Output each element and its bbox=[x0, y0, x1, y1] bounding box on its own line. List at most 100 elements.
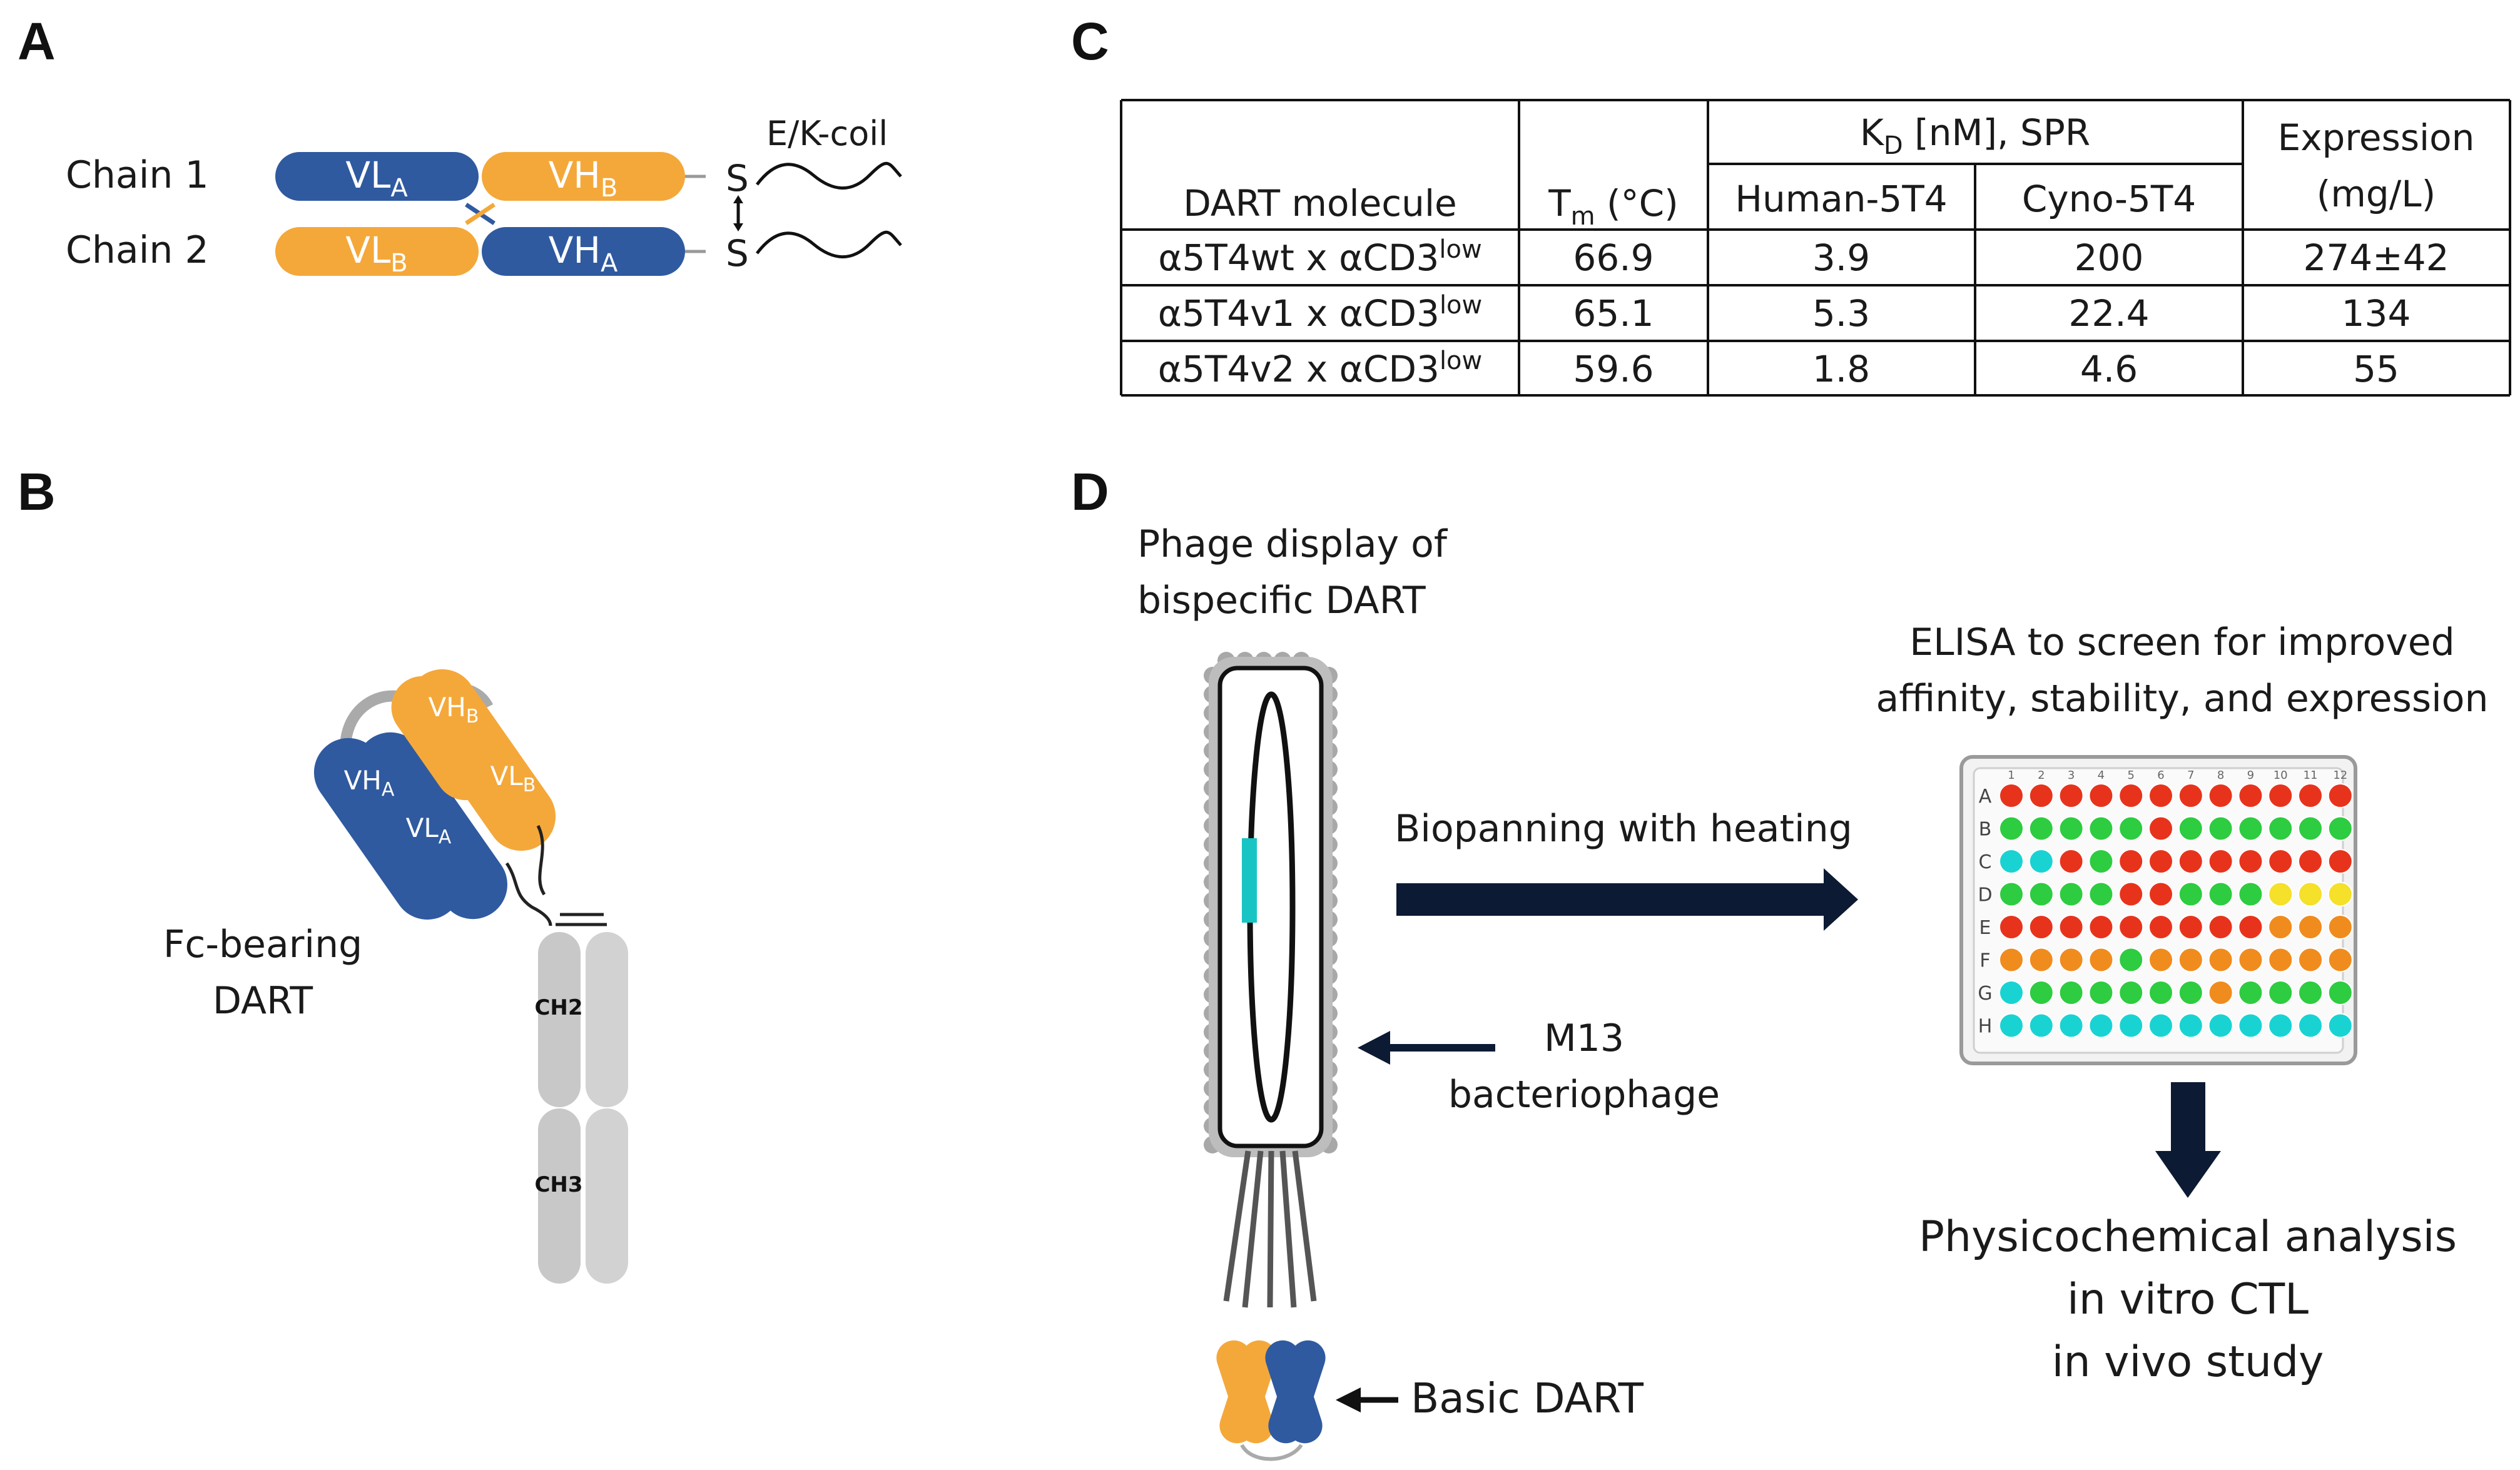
cysteine-s2: S bbox=[726, 232, 749, 275]
plate-well bbox=[2148, 980, 2173, 1005]
fc-dart-vha-text: VHA bbox=[344, 765, 395, 801]
plate-well bbox=[1999, 1013, 2024, 1038]
plate-well bbox=[2327, 1013, 2353, 1038]
plate-well bbox=[2208, 783, 2233, 808]
analysis-line3: in vivo study bbox=[2052, 1337, 2324, 1387]
fc-dart-label-line1: Fc-bearing bbox=[163, 923, 362, 966]
plate-well bbox=[2208, 849, 2233, 874]
plate-well bbox=[2178, 881, 2203, 907]
plate-well bbox=[2118, 849, 2144, 874]
plate-well bbox=[2058, 980, 2084, 1005]
hinge-bonds bbox=[556, 913, 607, 926]
plate-well bbox=[2088, 881, 2114, 907]
plate-well bbox=[2238, 783, 2263, 808]
cysteine-s1: S bbox=[726, 157, 749, 200]
plate-column-label: 3 bbox=[2068, 769, 2075, 782]
plate-well bbox=[2238, 881, 2263, 907]
plate-column-label: 1 bbox=[2008, 769, 2014, 782]
plate-well bbox=[2028, 1013, 2054, 1038]
plate-well bbox=[2298, 881, 2323, 907]
chain1-vhb-domain bbox=[482, 152, 685, 201]
ek-coil-label: E/K-coil bbox=[766, 114, 888, 153]
panel-a-schematic: Chain 1 Chain 2 VLA VHB VLB VHA S S E/K-… bbox=[66, 114, 902, 278]
hinge-linker-1 bbox=[505, 862, 552, 926]
plate-column-label: 7 bbox=[2187, 769, 2194, 782]
plate-well bbox=[2268, 816, 2294, 841]
plate-well bbox=[2088, 783, 2114, 808]
plate-well bbox=[2298, 816, 2323, 841]
plate-well bbox=[1999, 881, 2024, 907]
table-grid bbox=[1120, 99, 2511, 397]
chain1-vla-domain bbox=[275, 152, 479, 201]
chain1-vhb-text: VHB bbox=[549, 154, 618, 203]
table-cell-cyno: 22.4 bbox=[2068, 292, 2149, 335]
plate-well bbox=[2148, 915, 2173, 940]
table-cell-molecule: α5T4wt x αCD3low bbox=[1158, 235, 1481, 279]
plate-well bbox=[2298, 783, 2323, 808]
plate-well bbox=[2118, 980, 2144, 1005]
plate-row-label: F bbox=[1979, 950, 1990, 972]
down-arrow-icon bbox=[2155, 1082, 2221, 1198]
plate-well bbox=[1999, 816, 2024, 841]
plate-well bbox=[2058, 947, 2084, 973]
plate-column-label: 2 bbox=[2038, 769, 2045, 782]
fc-ch2-left bbox=[538, 932, 581, 1107]
plate-well bbox=[2148, 783, 2173, 808]
plate-well bbox=[2208, 980, 2233, 1005]
plate-well bbox=[2028, 849, 2054, 874]
plate-well bbox=[2268, 915, 2294, 940]
plate-well bbox=[2148, 1013, 2173, 1038]
plate-well bbox=[2028, 915, 2054, 940]
plate-column-label: 10 bbox=[2274, 769, 2288, 782]
plate-well bbox=[1999, 783, 2024, 808]
panel-label-d: D bbox=[1071, 462, 1109, 521]
plate-well bbox=[2088, 915, 2114, 940]
fc-dart-vhb-text: VHB bbox=[429, 692, 479, 727]
plate-well bbox=[2118, 816, 2144, 841]
plate-row-label: D bbox=[1978, 885, 1992, 906]
plate-wells bbox=[1999, 783, 2353, 1038]
analysis-line2: in vitro CTL bbox=[2067, 1275, 2309, 1324]
panel-label-c: C bbox=[1071, 12, 1109, 71]
plate-well bbox=[2178, 783, 2203, 808]
plate-column-label: 11 bbox=[2304, 769, 2318, 782]
m13-label-line2: bacteriophage bbox=[1448, 1073, 1720, 1117]
plate-well bbox=[2298, 947, 2323, 973]
fc-ch2-right bbox=[586, 932, 628, 1107]
plate-well bbox=[2088, 980, 2114, 1005]
coil-wave-2-icon bbox=[756, 230, 902, 259]
plate-well bbox=[2208, 915, 2233, 940]
plate-well bbox=[2118, 881, 2144, 907]
table-cell-expression: 274±42 bbox=[2303, 236, 2449, 279]
plate-well bbox=[2178, 915, 2203, 940]
plate-well bbox=[2327, 947, 2353, 973]
plate-well bbox=[2028, 783, 2054, 808]
plate-well bbox=[2208, 816, 2233, 841]
plate-well bbox=[2118, 947, 2144, 973]
plate-well bbox=[2327, 915, 2353, 940]
panel-label-a: A bbox=[18, 12, 56, 71]
panel-b-fc-dart: Fc-bearing DART VHA VLA VLB VHB CH2 CH3 bbox=[163, 669, 628, 1284]
fc-dart-label-line2: DART bbox=[213, 979, 313, 1023]
plate-well bbox=[2238, 947, 2263, 973]
plate-well bbox=[2058, 816, 2084, 841]
table-cell-expression: 134 bbox=[2342, 292, 2411, 335]
plate-well bbox=[1999, 947, 2024, 973]
plate-column-label: 8 bbox=[2217, 769, 2224, 782]
plate-well bbox=[2238, 980, 2263, 1005]
panel-d-workflow: Phage display of bispecific DART bbox=[1137, 522, 2489, 1461]
table-cell-tm: 66.9 bbox=[1573, 236, 1654, 279]
plate-well bbox=[2268, 783, 2294, 808]
analysis-line1: Physicochemical analysis bbox=[1919, 1212, 2457, 1262]
plate-well bbox=[2058, 1013, 2084, 1038]
plate-well bbox=[2028, 980, 2054, 1005]
plate-well bbox=[2268, 1013, 2294, 1038]
plate-well bbox=[2088, 816, 2114, 841]
plate-well bbox=[2238, 915, 2263, 940]
plate-well bbox=[2058, 915, 2084, 940]
plate-well bbox=[2298, 915, 2323, 940]
plate-well bbox=[2088, 849, 2114, 874]
